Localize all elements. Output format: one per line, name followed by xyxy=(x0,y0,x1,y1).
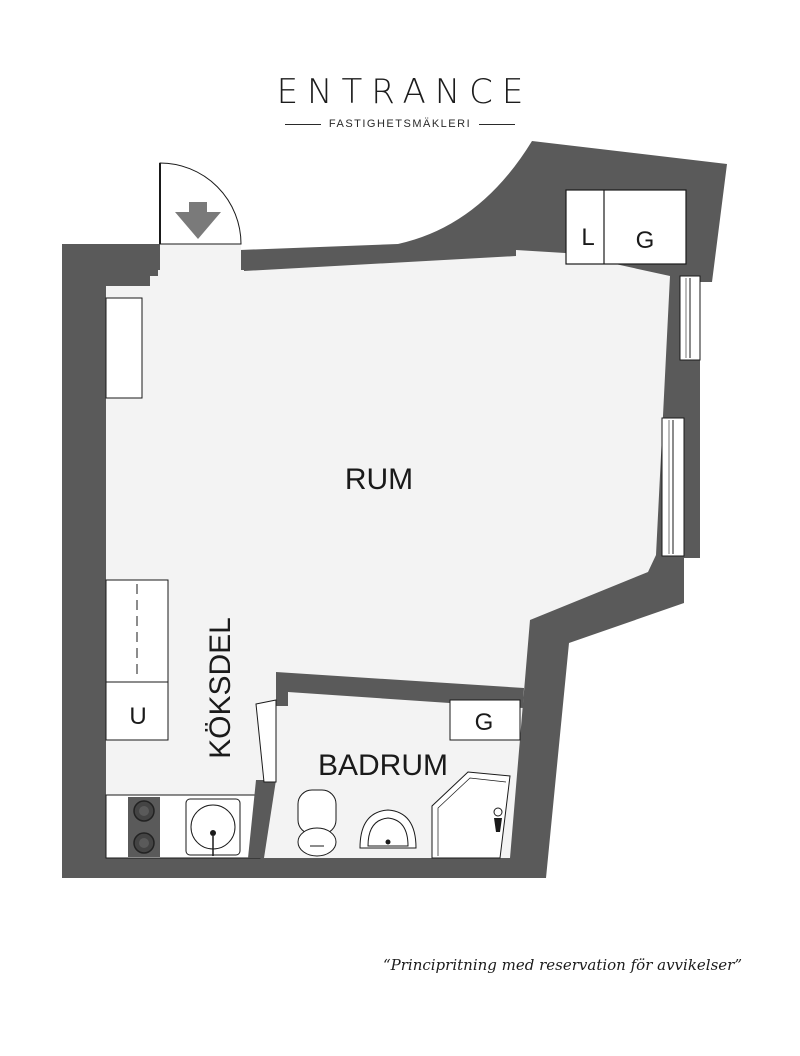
entrance-arrow-icon xyxy=(175,202,221,239)
closet-block-top xyxy=(565,189,687,265)
washbasin-icon xyxy=(359,809,417,849)
closet-label-l: L xyxy=(581,224,594,251)
window-lower xyxy=(661,417,685,557)
bathroom-door xyxy=(255,699,277,783)
kitchen-sink-drain xyxy=(210,830,216,836)
closet-label-g-bath: G xyxy=(475,709,494,736)
logo-subtitle: FASTIGHETSMÄKLERI xyxy=(328,118,472,130)
floor-area xyxy=(106,250,670,858)
disclaimer-text: “Principritning med reservation för avvi… xyxy=(382,956,742,974)
wall-cabinet xyxy=(105,297,143,399)
toilet-icon xyxy=(297,789,337,857)
logo-subtitle-row: FASTIGHETSMÄKLERI xyxy=(0,118,800,130)
logo-rule-left xyxy=(284,123,321,125)
room-label-koksdel: KÖKSDEL xyxy=(204,617,237,759)
shower-icon xyxy=(431,771,511,859)
logo-rule-right xyxy=(479,123,516,125)
brand-logo: ENTRANCE FASTIGHETSMÄKLERI xyxy=(0,72,800,130)
bathroom-walls xyxy=(276,672,524,708)
entrance-opening xyxy=(160,240,241,274)
room-label-badrum: BADRUM xyxy=(318,749,448,782)
logo-name: ENTRANCE xyxy=(276,72,533,112)
closet-label-g-top: G xyxy=(636,227,655,254)
stove-burner-bottom-inner xyxy=(139,838,149,848)
window-upper xyxy=(679,275,701,361)
fridge-label: U xyxy=(129,703,146,730)
bathroom-left-wall xyxy=(248,780,276,858)
bath-cabinet xyxy=(449,699,521,741)
room-label-rum: RUM xyxy=(345,463,413,496)
stove-burner-top-inner xyxy=(139,806,149,816)
